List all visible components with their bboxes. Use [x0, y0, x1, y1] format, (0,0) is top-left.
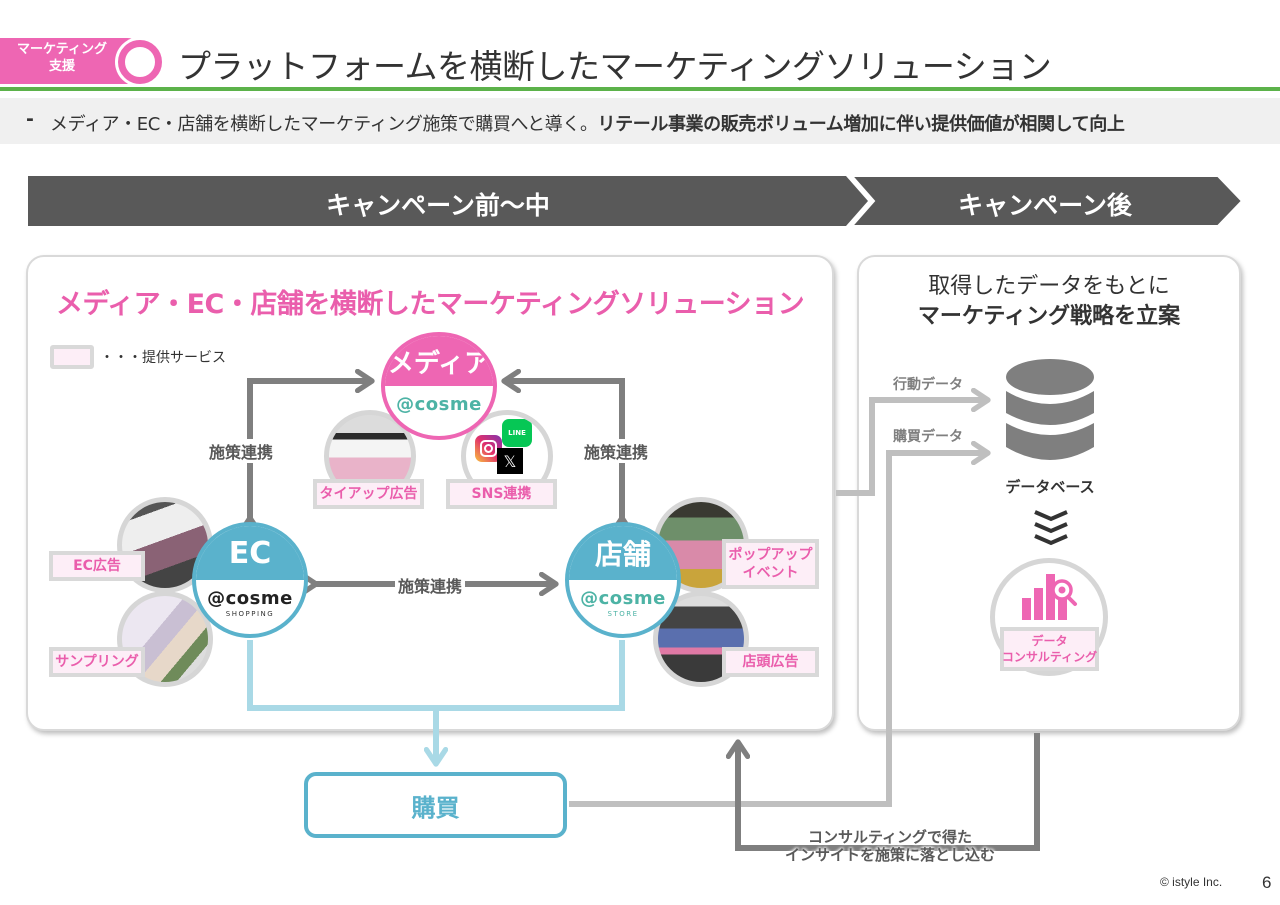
- x-icon: 𝕏: [497, 448, 523, 474]
- consulting-label-line2: コンサルティング: [1001, 650, 1098, 664]
- line-icon: LINE: [502, 419, 532, 447]
- cosme-store-sub: STORE: [607, 610, 639, 618]
- solution-heading: メディア・EC・店舗を横断したマーケティングソリューション: [56, 289, 805, 320]
- arrow-media-ec: [250, 381, 372, 518]
- phase-chevron-after: [849, 175, 1244, 227]
- feedback-label-line1: コンサルティングで得た: [807, 828, 973, 846]
- service-label-sns: SNS連携: [446, 479, 557, 509]
- arrow-feedback-loop: [738, 733, 1040, 851]
- phase-bar: [28, 175, 1244, 227]
- service-label-storefront-ad: 店頭広告: [722, 647, 819, 677]
- chevrons-down-icon: [1034, 510, 1068, 546]
- summary-bullet: -: [26, 108, 34, 130]
- feedback-label-line2: インサイトを施策に落とし込む: [784, 846, 995, 864]
- legend-text: ・・・提供サービス: [100, 350, 226, 366]
- service-label-data-consulting: データ コンサルティング: [1000, 627, 1099, 671]
- copyright: © istyle Inc.: [1160, 875, 1223, 889]
- data-strategy-heading-line1: 取得したデータをもとに: [928, 274, 1170, 299]
- page-number: 6: [1262, 873, 1272, 892]
- node-ec-title: EC: [196, 526, 304, 580]
- purchase-box: 購買: [304, 772, 567, 838]
- link-label-media-ec: 施策連携: [207, 439, 276, 463]
- legend-swatch: [50, 345, 94, 369]
- arrow-purchase-data: [569, 453, 988, 807]
- summary-text: メディア・EC・店舗を横断したマーケティング施策で購買へと導く。リテール事業の販…: [50, 110, 1125, 136]
- summary-text-regular: メディア・EC・店舗を横断したマーケティング施策で購買へと導く。: [50, 114, 598, 135]
- purchase-data-label: 購買データ: [893, 429, 963, 445]
- behavior-data-label: 行動データ: [893, 377, 963, 393]
- node-store: 店舗 @cosme STORE: [565, 522, 681, 638]
- title-divider: [0, 87, 1280, 91]
- cosme-store-logo: @cosme: [580, 588, 666, 609]
- node-media: メディア @cosme: [381, 332, 497, 440]
- node-ec: EC @cosme SHOPPING: [192, 522, 308, 638]
- database-label: データベース: [1005, 478, 1095, 496]
- arrow-behavior-data: [836, 400, 988, 496]
- analytics-chart-icon: [1022, 574, 1077, 620]
- node-store-title: 店舗: [569, 526, 677, 580]
- cosme-logo: @cosme: [396, 394, 482, 415]
- popup-label-line1: ポップアップ: [728, 547, 813, 563]
- flow-ec-to-merge: [247, 640, 625, 711]
- feedback-label: コンサルティングで得た インサイトを施策に落とし込む: [740, 828, 1040, 864]
- consulting-label-line1: データ: [1031, 634, 1068, 648]
- link-label-ec-store: 施策連携: [395, 573, 466, 597]
- ring-icon: [118, 40, 162, 84]
- service-label-sampling: サンプリング: [49, 647, 145, 677]
- link-label-media-store: 施策連携: [582, 439, 651, 463]
- page-title: プラットフォームを横断したマーケティングソリューション: [178, 47, 1052, 86]
- service-label-ec-ad: EC広告: [49, 551, 145, 581]
- cosme-shopping-logo: @cosme: [207, 588, 293, 609]
- summary-bar: [0, 98, 1280, 144]
- database-icon: [1006, 359, 1094, 460]
- summary-text-bold: リテール事業の販売ボリューム増加に伴い提供価値が相関して向上: [597, 114, 1125, 135]
- popup-label-line2: イベント: [742, 565, 799, 581]
- phase-chevron-during: [28, 176, 868, 226]
- category-tag-line2: 支援: [48, 59, 75, 74]
- data-strategy-heading-line2: マーケティング戦略を立案: [917, 304, 1181, 329]
- service-label-tieup-ad: タイアップ広告: [313, 479, 424, 509]
- category-tag-label: マーケティング 支援: [6, 41, 118, 75]
- category-tag-line1: マーケティング: [17, 42, 107, 57]
- cosme-shopping-sub: SHOPPING: [225, 610, 275, 618]
- phase-label-after: キャンペーン後: [958, 191, 1132, 220]
- arrow-media-store: [504, 381, 622, 518]
- phase-label-during: キャンペーン前〜中: [326, 191, 550, 220]
- service-label-popup-event: ポップアップ イベント: [722, 539, 819, 589]
- node-media-title: メディア: [385, 336, 493, 386]
